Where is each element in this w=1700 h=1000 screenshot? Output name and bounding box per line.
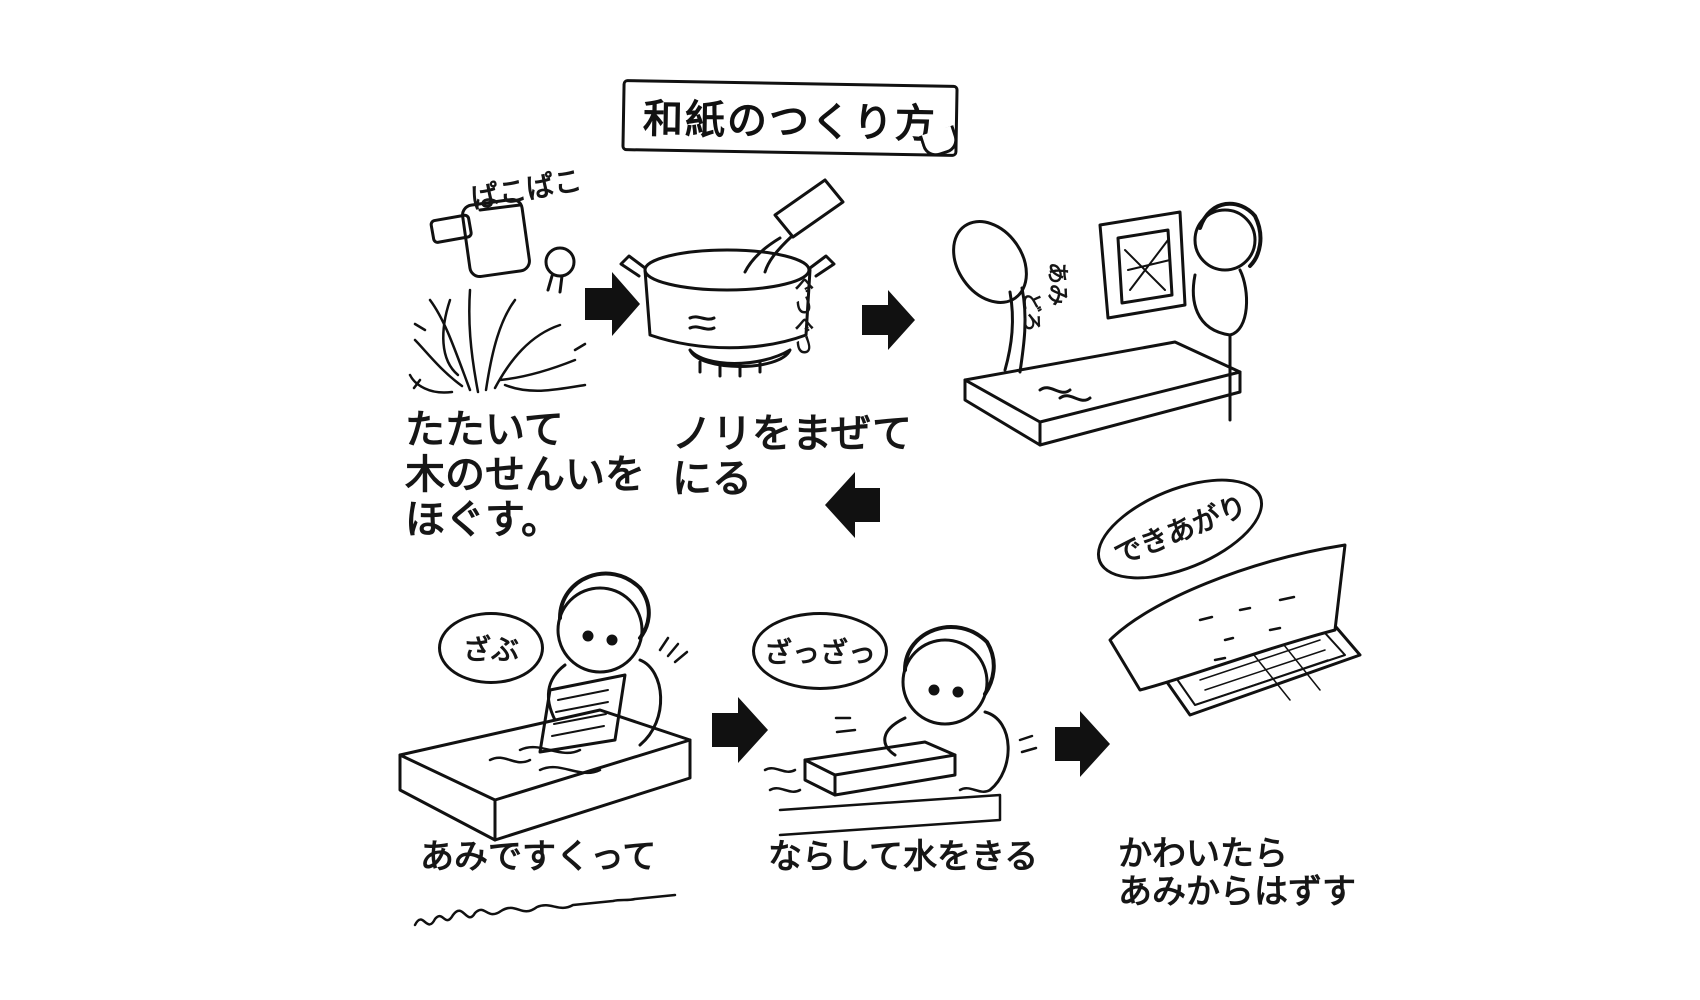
pot-icon [619,178,845,378]
draining-water-icon [763,625,1038,837]
sound-effect-text: ぐつぐつ [792,275,816,355]
arrow-right-icon [712,697,768,763]
arrow-left-icon [825,472,880,538]
pouring-into-tray-icon [952,201,1263,447]
step-caption: あみですくって [420,837,657,877]
arrow-right-icon [585,272,640,336]
arrow-right-icon [1055,711,1110,777]
speech-bubble: ざぶ [438,612,544,684]
speech-bubble: ざっざっ [752,612,888,690]
finished-paper-icon [1108,543,1362,717]
step-caption: ならして水をきる [768,837,1039,877]
mallet-icon [429,197,576,294]
sound-effect-text: どろ [1020,292,1044,332]
bubble-text: ざぶ [462,633,519,666]
step-caption: ノリをまぜて にる [672,411,912,502]
scooping-with-screen-icon [398,571,692,842]
artist-signature-icon [413,893,677,927]
step-caption: かわいたら あみからはずす [1118,834,1356,913]
wood-fibers-icon [408,288,587,394]
bubble-text: ざっざっ [763,636,876,669]
step-caption: たたいて 木のせんいを ほぐす。 [405,407,645,543]
arrow-right-icon [862,290,915,350]
